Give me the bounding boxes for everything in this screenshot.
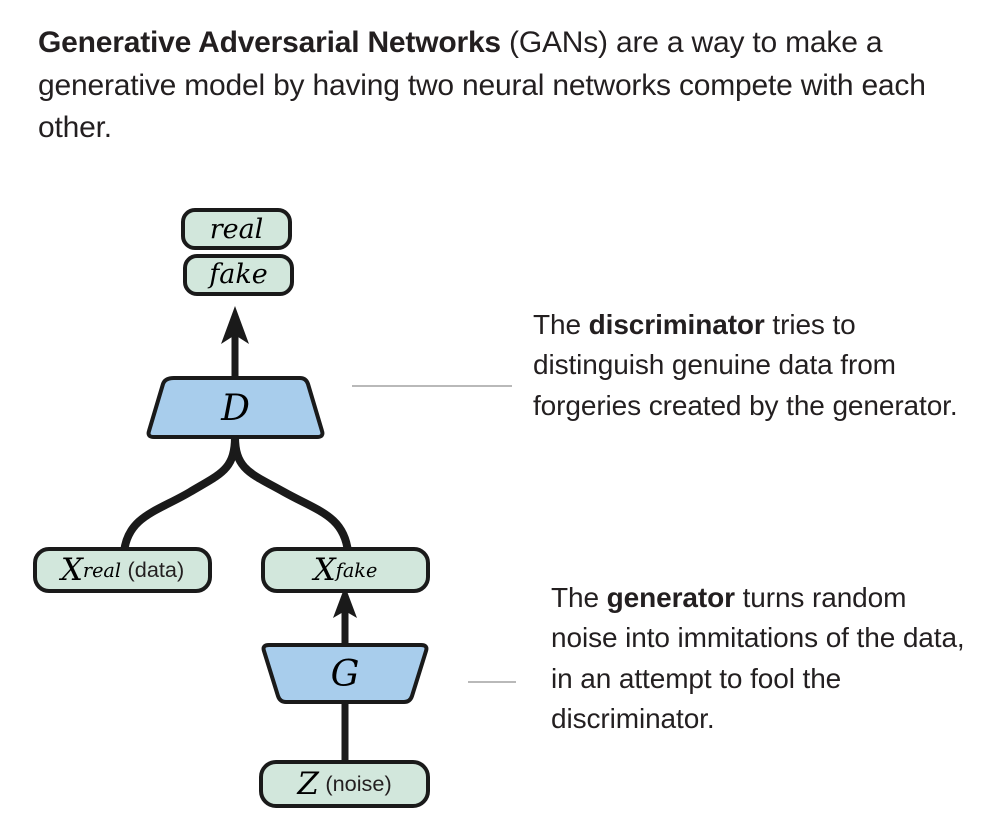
note-generator: The generator turns random noise into im…: [551, 578, 971, 739]
edge-d-to-outputs-arrowhead: [221, 306, 249, 344]
note-discriminator-bold: discriminator: [588, 309, 765, 340]
node-x-fake[interactable]: [261, 547, 430, 593]
note-generator-pre: The: [551, 582, 607, 613]
note-generator-bold: generator: [606, 582, 735, 613]
intro-bold-lead: Generative Adversarial Networks: [38, 26, 501, 59]
note-generator-post: turns random noise into immitations of t…: [551, 582, 965, 734]
note-discriminator-post: tries to distinguish genuine data from f…: [533, 309, 958, 421]
edge-g-to-xfake-arrowhead: [333, 586, 357, 618]
node-fake[interactable]: [183, 254, 294, 296]
node-real[interactable]: [181, 208, 292, 250]
node-x-real[interactable]: [33, 547, 212, 593]
node-generator[interactable]: [261, 643, 429, 704]
note-discriminator: The discriminator tries to distinguish g…: [533, 305, 969, 426]
edge-xreal-to-d: [120, 433, 239, 556]
intro-paragraph: Generative Adversarial Networks (GANs) a…: [38, 22, 948, 150]
node-z-noise[interactable]: [259, 760, 430, 808]
node-discriminator[interactable]: [146, 376, 325, 439]
note-discriminator-pre: The: [533, 309, 589, 340]
intro-rest: (GANs) are a way to make a generative mo…: [38, 26, 926, 145]
edge-xfake-to-d: [231, 433, 352, 556]
